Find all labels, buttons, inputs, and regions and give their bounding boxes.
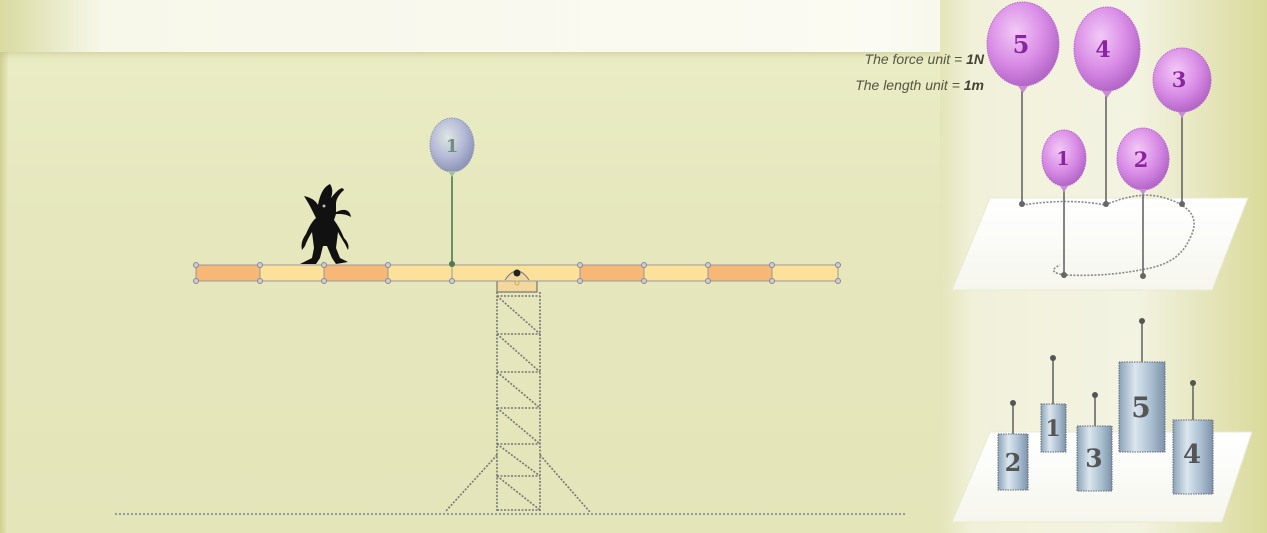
stage-left-edge [0, 0, 8, 533]
tray-balloon-4-label: 4 [1095, 37, 1110, 63]
pivot-mark [514, 280, 520, 286]
tray-balloon-3-label: 3 [1172, 67, 1187, 92]
weight-3[interactable]: 3 [1076, 392, 1113, 492]
tray-balloon-2-label: 2 [1134, 147, 1149, 172]
weight-1[interactable]: 1 [1040, 355, 1067, 453]
balloon-on-beam[interactable]: 1 [429, 117, 475, 267]
tray-balloon-anchors [1019, 201, 1185, 279]
weight-1-label: 1 [1045, 416, 1060, 442]
force-unit-text: The force unit = 1N [865, 51, 984, 67]
tray-balloon-strings [1021, 86, 1183, 276]
length-unit-label: The length unit = [855, 77, 964, 93]
tray-balloon-5[interactable]: 5 [986, 1, 1060, 93]
lever-support-tower [444, 292, 591, 513]
length-unit-text: The length unit = 1m [855, 77, 984, 93]
tray-balloon-5-label: 5 [1013, 30, 1030, 59]
tray-balloon-4[interactable]: 4 [1073, 6, 1141, 98]
length-unit-value: 1m [963, 77, 984, 93]
weight-5[interactable]: 5 [1118, 318, 1166, 453]
force-unit-label: The force unit = [864, 51, 967, 67]
weight-4-label: 4 [1183, 440, 1201, 470]
tray-balloon-3[interactable]: 3 [1152, 47, 1212, 118]
weight-2-label: 2 [1005, 448, 1022, 477]
tray-balloon-1[interactable]: 1 [1041, 129, 1087, 192]
weight-5-label: 5 [1131, 391, 1150, 424]
balloon-on-beam-label: 1 [446, 136, 459, 157]
jester-character[interactable] [300, 184, 351, 264]
weight-2[interactable]: 2 [997, 400, 1029, 491]
force-unit-value: 1N [966, 51, 984, 67]
weight-4[interactable]: 4 [1172, 380, 1214, 495]
tray-balloon-2[interactable]: 2 [1116, 127, 1170, 195]
balloon-tray-platform[interactable] [951, 197, 1249, 291]
pivot-pin [513, 269, 521, 277]
tray-balloon-1-label: 1 [1056, 148, 1069, 170]
weight-3-label: 3 [1085, 444, 1102, 473]
